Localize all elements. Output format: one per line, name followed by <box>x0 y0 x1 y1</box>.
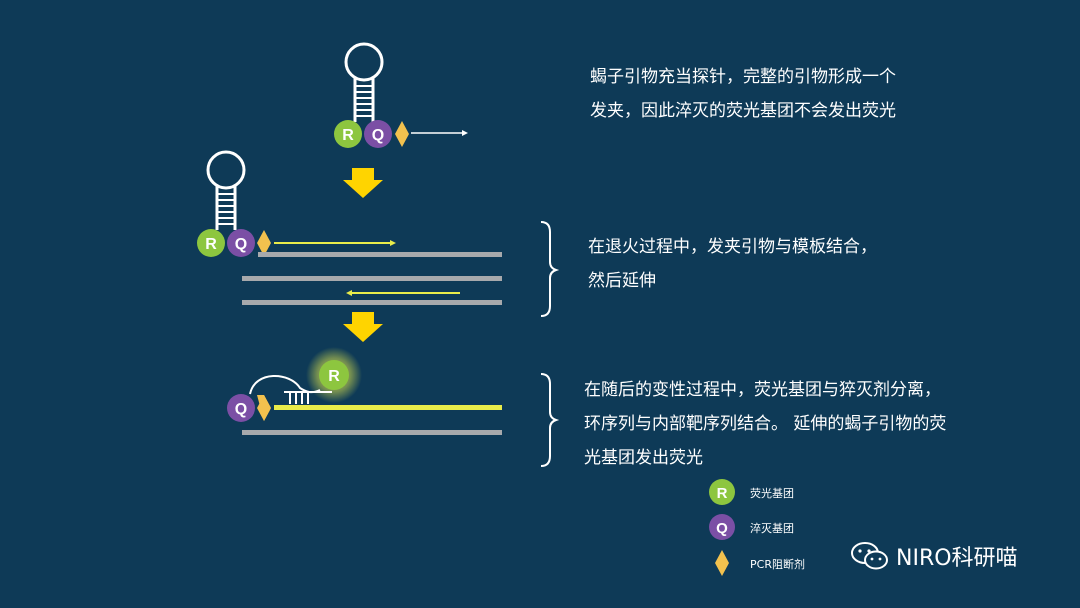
step3-line3: 光基团发出荧光 <box>584 448 703 468</box>
reporter-letter: R <box>342 127 354 144</box>
legend-reporter-letter: R <box>717 485 728 502</box>
pcr-blocker-diamond-fill <box>257 395 271 421</box>
reporter-marker <box>197 229 225 257</box>
watermark-text: NIRO科研喵 <box>896 546 1018 571</box>
legend-reporter-label: 荧光基团 <box>750 487 794 500</box>
bracket-icon <box>540 373 560 467</box>
hairpin-rungs <box>355 85 373 117</box>
pcr-blocker-diamond <box>395 121 409 147</box>
template-strand-middle <box>242 276 502 281</box>
step3-line1: 在随后的变性过程中，荧光基团与猝灭剂分离， <box>584 380 941 400</box>
template-strand <box>242 430 502 435</box>
pcr-blocker-diamond <box>257 230 271 256</box>
step1-line2: 发夹，因此淬灭的荧光基团不会发出荧光 <box>590 101 896 121</box>
quencher-letter: Q <box>372 127 384 144</box>
hairpin-loop <box>344 42 384 82</box>
wechat-icon <box>851 542 888 570</box>
reporter-letter: R <box>328 368 340 385</box>
diamond-icon <box>715 550 729 576</box>
quencher-marker <box>227 229 255 257</box>
reporter-letter: R <box>205 236 217 253</box>
legend-quencher-letter: Q <box>716 520 728 537</box>
quencher-marker <box>227 394 255 422</box>
quencher-letter: Q <box>235 236 247 253</box>
template-strand-bottom <box>242 300 502 305</box>
step1-probe: R Q <box>334 42 468 148</box>
quencher-letter: Q <box>235 401 247 418</box>
step1-description: 蝎子引物充当探针，完整的引物形成一个 发夹，因此淬灭的荧光基团不会发出荧光 <box>590 60 1010 128</box>
hairpin-loop <box>206 150 246 190</box>
legend-quencher-marker <box>709 514 735 540</box>
step2-line2: 然后延伸 <box>588 271 656 291</box>
legend-blocker-label: PCR阻断剂 <box>750 558 805 571</box>
step2-description: 在退火过程中，发夹引物与模板结合， 然后延伸 <box>588 230 1008 298</box>
quencher-marker <box>364 120 392 148</box>
watermark: NIRO科研喵 <box>850 540 1018 572</box>
extended-strand <box>274 405 502 410</box>
bracket-icon <box>540 221 560 317</box>
reverse-extension-arrowhead <box>346 290 352 296</box>
down-arrow-icon <box>343 168 383 198</box>
reporter-marker <box>319 360 349 390</box>
bound-rungs <box>289 392 309 404</box>
legend-reporter-marker <box>709 479 735 505</box>
reporter-marker <box>334 120 362 148</box>
step2-line1: 在退火过程中，发夹引物与模板结合， <box>588 237 877 257</box>
template-strand-top <box>258 252 502 257</box>
step3-denaturation: R Q <box>227 347 560 467</box>
legend: R Q <box>709 479 735 576</box>
step2-annealing: R Q <box>197 150 560 317</box>
down-arrow-icon <box>343 312 383 342</box>
step3-description: 在随后的变性过程中，荧光基团与猝灭剂分离， 环序列与内部靶序列结合。 延伸的蝎子… <box>584 373 1024 475</box>
extension-arrowhead <box>390 240 396 246</box>
primer-arrowhead <box>462 130 468 136</box>
legend-quencher-label: 淬灭基团 <box>750 522 794 535</box>
step1-line1: 蝎子引物充当探针，完整的引物形成一个 <box>590 67 896 87</box>
step3-line2: 环序列与内部靶序列结合。 延伸的蝎子引物的荧 <box>584 414 947 434</box>
hairpin-rungs <box>217 193 235 225</box>
